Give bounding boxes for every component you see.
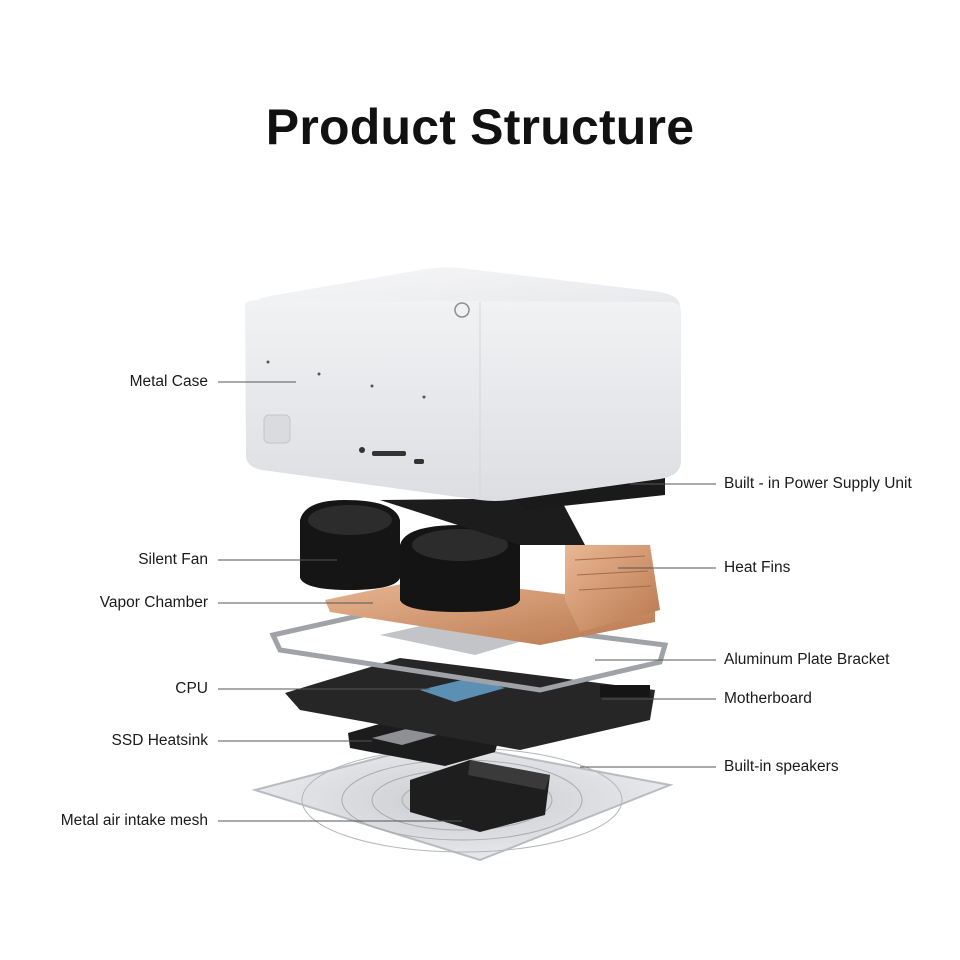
label-motherboard: Motherboard [724, 690, 812, 707]
label-aluminum-plate-bracket: Aluminum Plate Bracket [724, 651, 890, 668]
label-ssd-heatsink: SSD Heatsink [111, 732, 208, 749]
label-metal-case: Metal Case [129, 373, 208, 390]
built-in-speakers-part [410, 760, 550, 832]
page-title: Product Structure [265, 99, 695, 155]
leader-lines [218, 381, 716, 822]
silent-fan-part [300, 498, 585, 612]
label-vapor-chamber: Vapor Chamber [99, 594, 208, 611]
motherboard-part [285, 658, 655, 750]
label-heat-fins: Heat Fins [724, 559, 791, 576]
label-cpu: CPU [175, 680, 208, 697]
metal-case-part [245, 267, 681, 501]
label-built-in-power-supply-unit: Built - in Power Supply Unit [724, 475, 912, 492]
label-silent-fan: Silent Fan [138, 551, 208, 568]
label-metal-air-intake-mesh: Metal air intake mesh [60, 812, 208, 829]
label-built-in-speakers: Built-in speakers [724, 758, 839, 775]
